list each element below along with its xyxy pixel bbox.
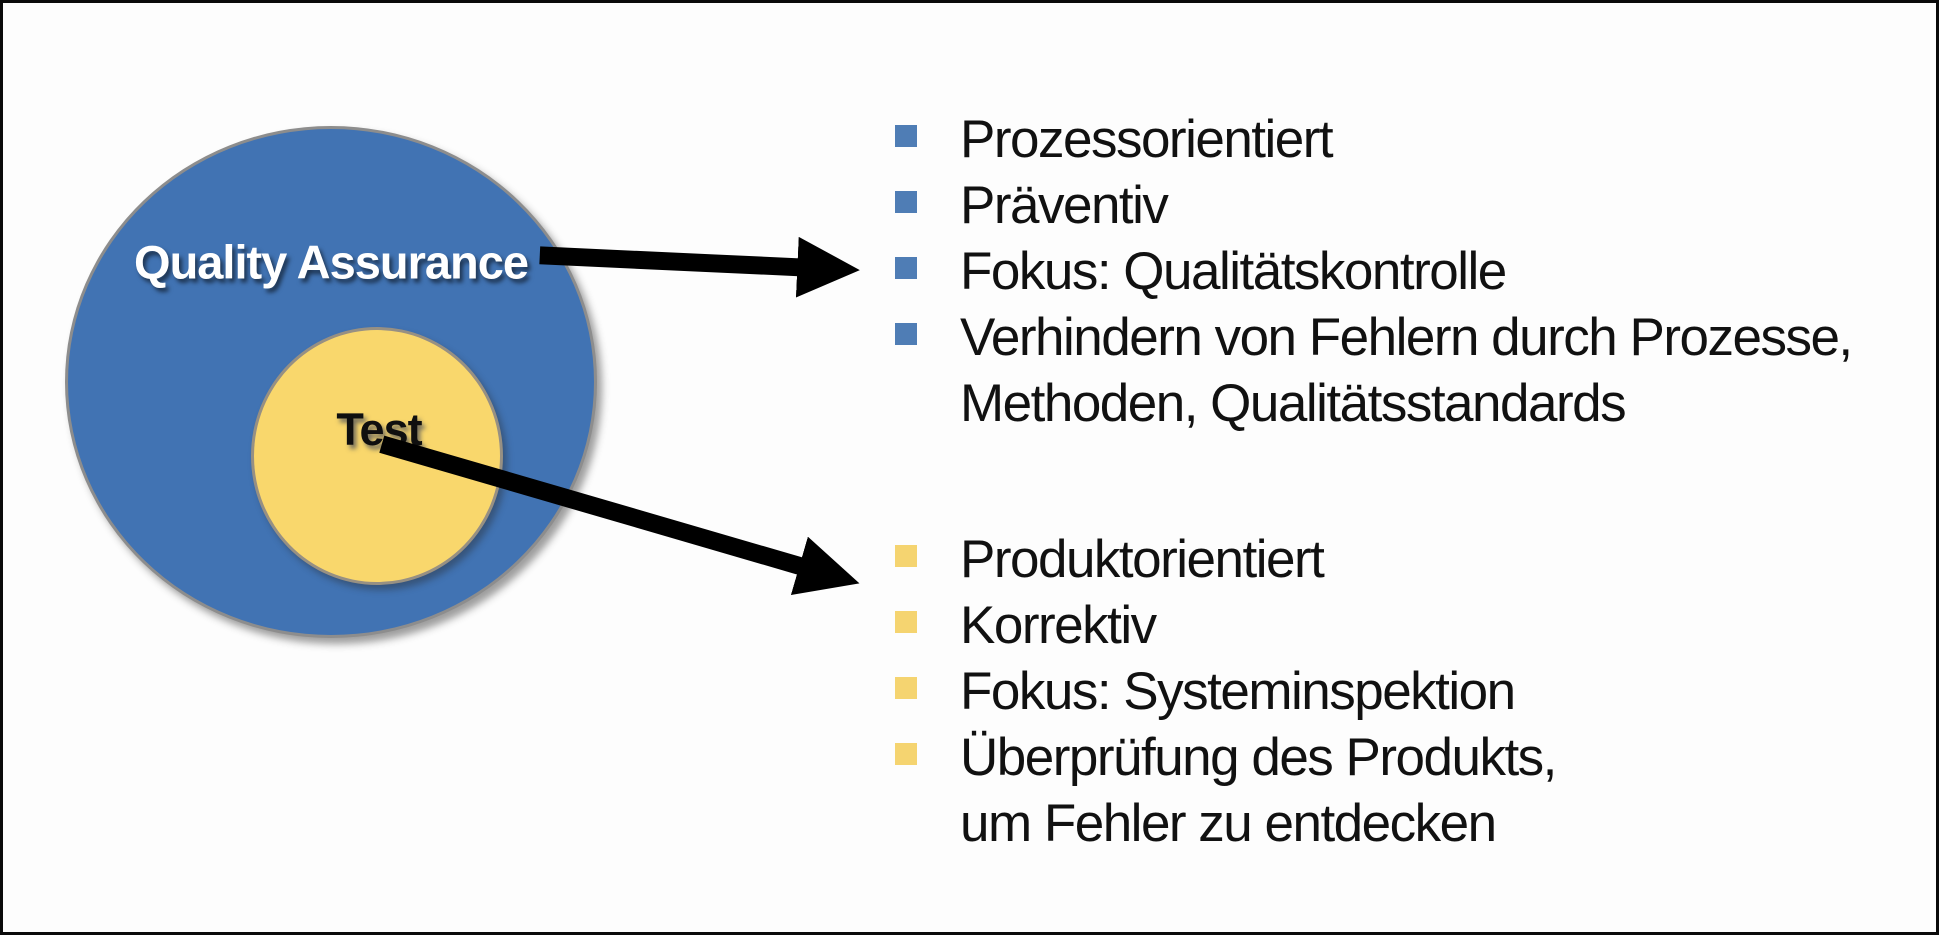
blue-bullet-icon [895, 191, 917, 213]
list-item-continuation: um Fehler zu entdecken [895, 790, 1556, 856]
blue-bullet-icon [895, 125, 917, 147]
list-item-text: Produktorientiert [960, 529, 1325, 589]
list-item: Fokus: Systeminspektion [895, 658, 1556, 724]
list-item-text: Verhindern von Fehlern durch Prozesse, [960, 307, 1853, 367]
test-circle [251, 327, 503, 585]
list-item: Produktorientiert [895, 526, 1556, 592]
qa-bullet-list: Prozessorientiert Präventiv Fokus: Quali… [895, 106, 1853, 436]
blue-bullet-icon [895, 323, 917, 345]
blue-bullet-icon [895, 257, 917, 279]
list-item: Verhindern von Fehlern durch Prozesse, [895, 304, 1853, 370]
list-item-text: Überprüfung des Produkts, [960, 727, 1557, 787]
test-bullet-list: Produktorientiert Korrektiv Fokus: Syste… [895, 526, 1557, 856]
yellow-bullet-icon [895, 611, 917, 633]
yellow-bullet-icon [895, 743, 917, 765]
yellow-bullet-icon [895, 545, 917, 567]
list-item-continuation: Methoden, Qualitätsstandards [895, 370, 1852, 436]
list-item-text: Präventiv [960, 175, 1169, 235]
list-item: Präventiv [895, 172, 1852, 238]
list-item: Fokus: Qualitätskontrolle [895, 238, 1852, 304]
list-item: Korrektiv [895, 592, 1556, 658]
list-item-text: Prozessorientiert [960, 109, 1334, 169]
list-item-text: Fokus: Systeminspektion [960, 661, 1516, 721]
quality-assurance-label: Quality Assurance [134, 235, 529, 289]
list-item: Überprüfung des Produkts, [895, 724, 1557, 790]
list-item-text: Fokus: Qualitätskontrolle [960, 241, 1507, 301]
list-item-text: Methoden, Qualitätsstandards [960, 373, 1627, 433]
test-label: Test [336, 404, 422, 455]
list-item-text: Korrektiv [960, 595, 1157, 655]
qa-arrow [539, 236, 860, 298]
list-item: Prozessorientiert [895, 106, 1852, 172]
list-item-text: um Fehler zu entdecken [960, 793, 1497, 853]
yellow-bullet-icon [895, 677, 917, 699]
